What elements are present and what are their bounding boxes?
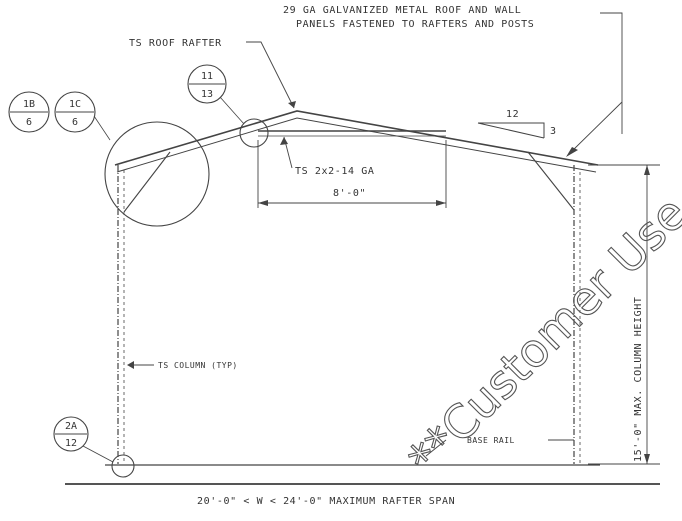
detail-callout-1b: 1B 6 [8, 91, 50, 133]
detail-circle-base [111, 454, 135, 478]
column-height-label: 15'-0" MAX. COLUMN HEIGHT [633, 296, 644, 462]
detail-callout-2a: 2A 12 [53, 416, 114, 463]
detail-callout-1c: 1C 6 [54, 91, 111, 141]
roof-rafter-inner-line [116, 117, 597, 173]
pitch-rise-label: 3 [550, 126, 557, 137]
roof-panels-leader [600, 12, 623, 134]
base-rail-label: BASE RAIL [467, 436, 515, 445]
svg-text:2A: 2A [65, 421, 77, 432]
left-knee-brace [123, 151, 171, 213]
svg-text:1C: 1C [69, 99, 81, 110]
brace-label: TS 2x2-14 GA [295, 166, 374, 177]
roof-panels-label-line1: 29 GA GALVANIZED METAL ROOF AND WALL [283, 5, 521, 16]
roof-rafter-line [114, 110, 599, 166]
svg-text:1B: 1B [23, 99, 35, 110]
svg-text:11: 11 [201, 71, 213, 82]
detail-callout-11: 11 13 [187, 64, 245, 125]
roof-panels-label-line2: PANELS FASTENED TO RAFTERS AND POSTS [296, 19, 534, 30]
detail-circle-eave [104, 121, 210, 227]
roof-rafter-leader [246, 41, 295, 109]
brace-length-label: 8'-0" [333, 188, 366, 199]
detail-circle-ridge [239, 118, 269, 148]
svg-text:6: 6 [72, 117, 78, 128]
column-label: TS COLUMN (TYP) [158, 361, 238, 370]
svg-text:12: 12 [65, 438, 77, 449]
roof-rafter-label: TS ROOF RAFTER [129, 38, 222, 49]
svg-text:13: 13 [201, 89, 213, 100]
pitch-triangle [478, 122, 545, 138]
right-knee-brace [527, 151, 575, 211]
svg-text:6: 6 [26, 117, 32, 128]
rafter-span-label: 20'-0" < W < 24'-0" MAXIMUM RAFTER SPAN [197, 496, 455, 507]
pitch-run-label: 12 [506, 109, 519, 120]
